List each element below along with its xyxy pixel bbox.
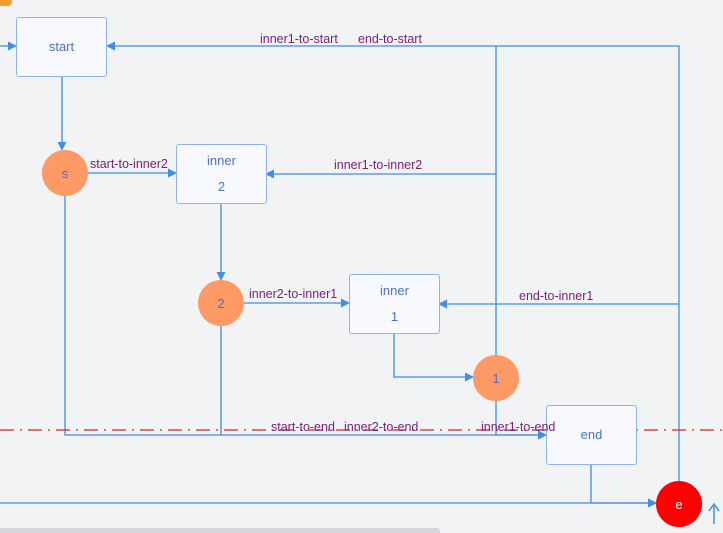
node-inner2-line2: 2 (217, 179, 226, 194)
edge-end-to-e (590, 465, 657, 508)
junction-e[interactable]: e (656, 481, 702, 527)
node-inner1-line1: inner (380, 283, 409, 298)
junction-2-label: 2 (217, 295, 225, 311)
edge-inner1-to-j1 (393, 334, 474, 382)
node-inner1-line2: 1 (390, 309, 399, 324)
junction-s-label: s (61, 165, 69, 181)
label-inner2-to-inner1: inner2-to-inner1 (249, 287, 338, 301)
node-end-label: end (580, 427, 603, 442)
node-inner2-line1: inner (207, 153, 236, 168)
node-start-label: start (48, 39, 75, 54)
edge-start-to-end (64, 196, 547, 440)
label-inner1-to-start: inner1-to-start (260, 32, 338, 46)
junction-e-label: e (675, 496, 683, 512)
label-start-to-end: start-to-end (271, 420, 335, 434)
scroll-up-arrow-icon[interactable] (707, 502, 721, 526)
node-start[interactable]: start (16, 17, 107, 77)
node-inner1[interactable]: inner 1 (349, 274, 440, 334)
junction-s[interactable]: s (42, 150, 88, 196)
label-start-to-inner2: start-to-inner2 (90, 157, 168, 171)
node-end[interactable]: end (546, 405, 637, 465)
junction-2[interactable]: 2 (198, 280, 244, 326)
label-inner1-to-inner2: inner1-to-inner2 (334, 158, 423, 172)
horizontal-scrollbar[interactable] (0, 528, 440, 533)
node-inner2[interactable]: inner 2 (176, 144, 267, 204)
label-end-to-start: end-to-start (358, 32, 422, 46)
label-inner1-to-end: inner1-to-end (481, 420, 556, 434)
label-inner2-to-end: inner2-to-end (344, 420, 419, 434)
junction-1-label: 1 (492, 370, 500, 386)
edge-end-to-start (106, 41, 680, 481)
label-end-to-inner1: end-to-inner1 (519, 289, 594, 303)
junction-1[interactable]: 1 (473, 355, 519, 401)
corner-tab (0, 0, 12, 6)
